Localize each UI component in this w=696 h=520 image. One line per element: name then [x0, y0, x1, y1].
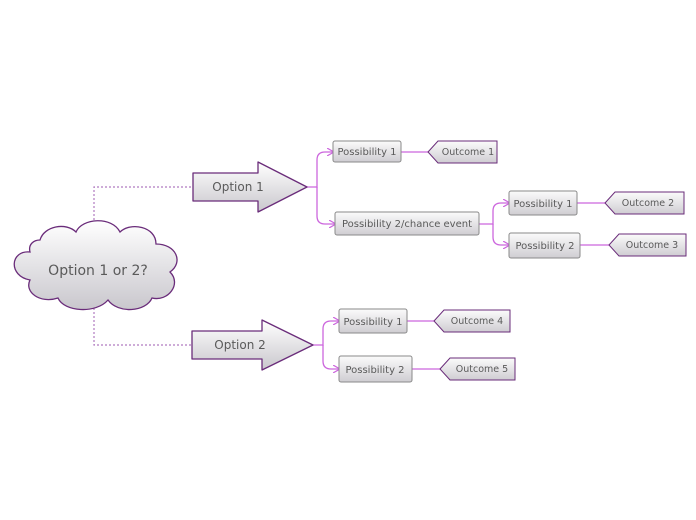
- outcome-tag-shape: [433, 309, 511, 333]
- option2-node[interactable]: Option 2: [191, 319, 314, 371]
- possibility-box[interactable]: Possibility 2: [508, 232, 581, 259]
- possibility-label: Possibility 2: [515, 241, 574, 252]
- root-label: Option 1 or 2?: [48, 263, 148, 279]
- possibility-label: Possibility 1: [513, 199, 572, 210]
- possibility-label: Possibility 1: [337, 147, 396, 158]
- connector-chance-poss2: [492, 224, 509, 245]
- outcome-label: Outcome 3: [626, 240, 678, 251]
- possibility-box-shape: [332, 140, 402, 163]
- outcome-tag[interactable]: Outcome 2: [604, 191, 685, 215]
- possibility-box-shape: [508, 190, 578, 216]
- connectors: [307, 152, 609, 369]
- root-cloud-node[interactable]: Option 1 or 2?: [13, 220, 178, 311]
- possibility-label: Possibility 2: [345, 365, 404, 376]
- possibility-box-shape: [508, 232, 581, 259]
- option1-label: Option 1: [212, 180, 264, 194]
- outcome-tag[interactable]: Outcome 5: [439, 357, 516, 381]
- connector-chance-poss1: [479, 203, 509, 225]
- possibility-box-shape: [338, 308, 408, 334]
- outcome-label: Outcome 5: [456, 364, 508, 375]
- possibility-box-shape: [338, 355, 413, 383]
- option2-arrow-shape: [191, 319, 314, 371]
- outcome-tag-shape: [427, 140, 498, 164]
- connector-opt1-poss2: [316, 187, 335, 224]
- possibility-box[interactable]: Possibility 1: [332, 140, 402, 163]
- connector-opt2-poss1: [313, 321, 339, 346]
- root-to-option2-link: [93, 300, 193, 346]
- outcome-tag-shape: [604, 191, 685, 215]
- cloud-shape: [13, 220, 178, 311]
- outcome-label: Outcome 4: [451, 316, 503, 327]
- option1-node[interactable]: Option 1: [192, 161, 308, 213]
- possibility-box[interactable]: Possibility 2/chance event: [334, 211, 480, 236]
- root-links: [93, 186, 193, 346]
- option1-arrow-shape: [192, 161, 308, 213]
- outcome-tag[interactable]: Outcome 1: [427, 140, 498, 164]
- outcome-label: Outcome 1: [442, 147, 494, 158]
- connector-opt2-poss2: [322, 345, 339, 369]
- possibility-label: Possibility 1: [343, 317, 402, 328]
- outcome-tag[interactable]: Outcome 4: [433, 309, 511, 333]
- possibility-box[interactable]: Possibility 1: [338, 308, 408, 334]
- connector-opt1-poss1: [307, 152, 333, 188]
- possibility-box-shape: [334, 211, 480, 236]
- outcome-label: Outcome 2: [622, 198, 674, 209]
- possibility-box[interactable]: Possibility 1: [508, 190, 578, 216]
- root-to-option1-link: [93, 186, 193, 232]
- option2-label: Option 2: [214, 338, 266, 352]
- outcome-tag-shape: [608, 233, 687, 257]
- outcome-tag-shape: [439, 357, 516, 381]
- possibility-box[interactable]: Possibility 2: [338, 355, 413, 383]
- possibility-label: Possibility 2/chance event: [342, 219, 472, 230]
- outcome-tag[interactable]: Outcome 3: [608, 233, 687, 257]
